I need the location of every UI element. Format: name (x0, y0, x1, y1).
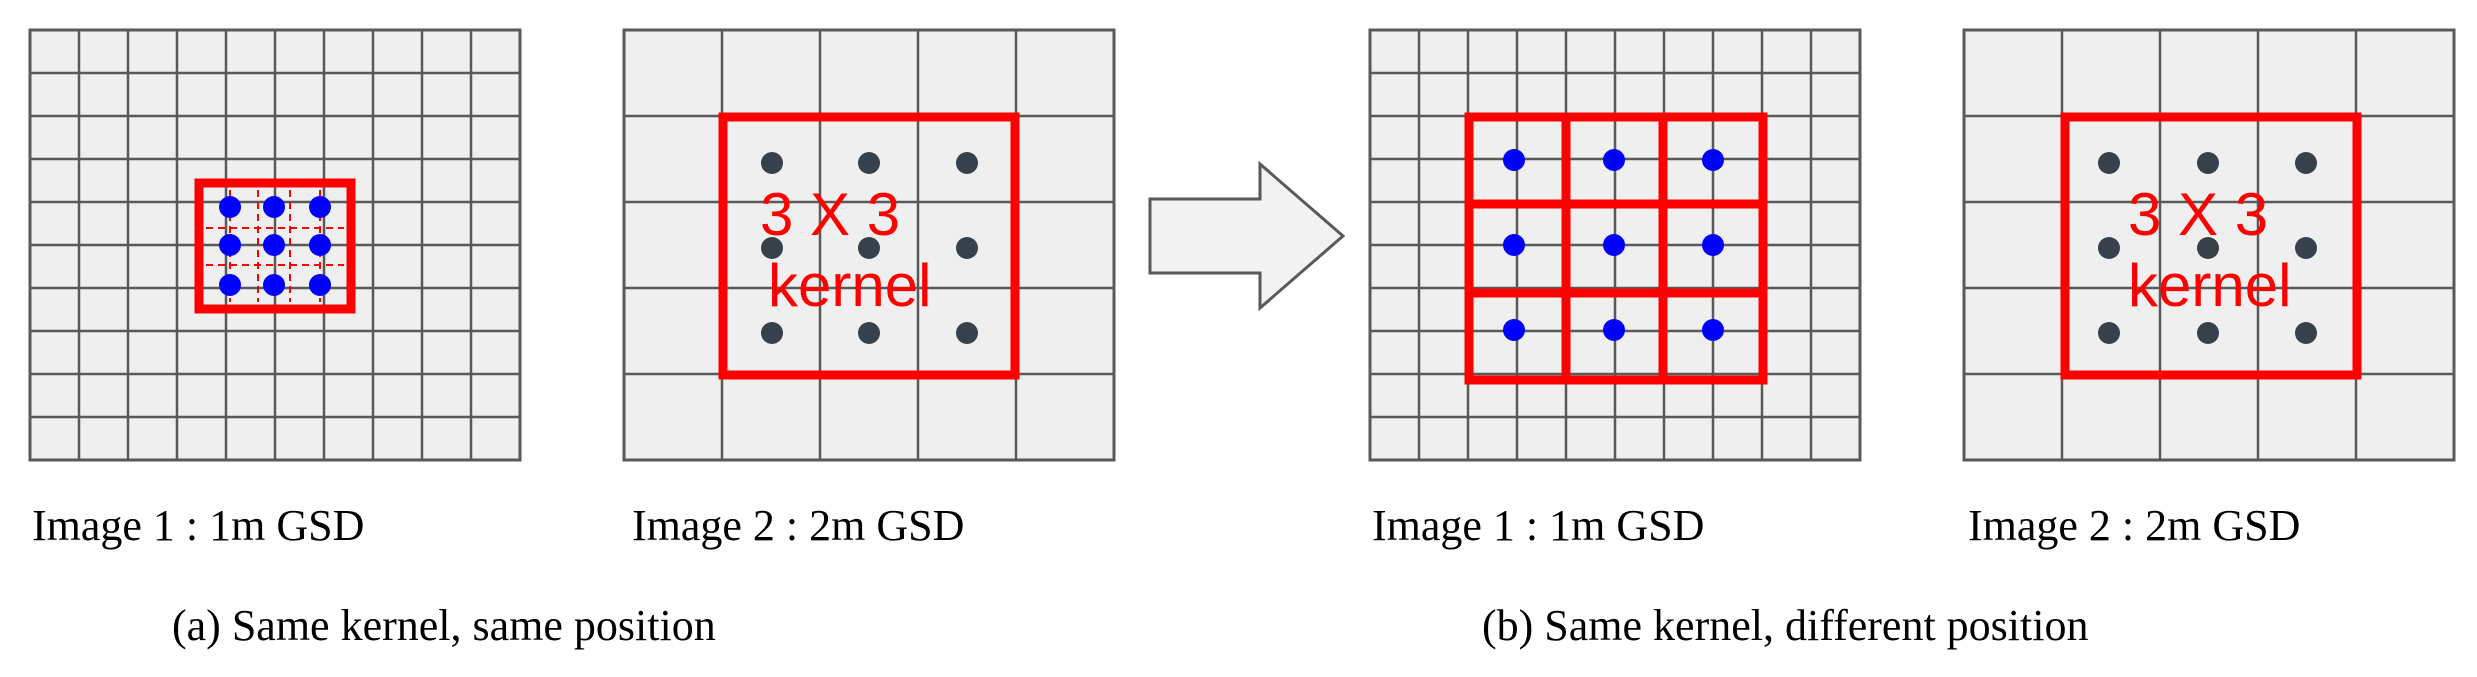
panel-image1-different-position: Image 1 : 1m GSD (1368, 28, 1862, 550)
sample-dot (761, 152, 783, 174)
sample-dot (309, 234, 331, 256)
sample-dot (761, 322, 783, 344)
sample-dot (1503, 234, 1525, 256)
sample-dot (956, 152, 978, 174)
sample-dot (1603, 149, 1625, 171)
kernel-sample-dots (2098, 152, 2317, 344)
sample-dot (1702, 319, 1724, 341)
panel-caption: Image 2 : 2m GSD (1968, 501, 2300, 550)
sample-dot (956, 237, 978, 259)
panel-image1-same-position: Image 1 : 1m GSD (28, 28, 522, 550)
panel-caption: Image 2 : 2m GSD (632, 501, 964, 550)
sample-dot (219, 274, 241, 296)
sample-dot (1702, 234, 1724, 256)
kernel-box (2060, 112, 2362, 380)
small-kernel-box (194, 178, 356, 314)
sample-dot (2197, 237, 2219, 259)
kernel-blocks (1464, 112, 1768, 385)
sample-dot (309, 274, 331, 296)
right-arrow-icon (1148, 160, 1346, 312)
sample-dot (1702, 149, 1724, 171)
sample-dot (2295, 237, 2317, 259)
panel-image2-same-position: 3 X 3 kernel Image 2 : 2m GSD (622, 28, 1116, 550)
kernel-box (718, 112, 1020, 380)
sample-dot (2098, 322, 2120, 344)
panel-caption: Image 1 : 1m GSD (1372, 501, 1704, 550)
sample-dot (2295, 152, 2317, 174)
sample-dot (263, 274, 285, 296)
sample-dot (761, 237, 783, 259)
sample-dot (263, 234, 285, 256)
sample-dot (858, 152, 880, 174)
kernel-label-line2: kernel (768, 252, 931, 319)
sample-dot (2295, 322, 2317, 344)
sample-dot (858, 322, 880, 344)
panel-caption: Image 1 : 1m GSD (32, 501, 364, 550)
sample-dot (1503, 149, 1525, 171)
subcaption-b: (b) Same kernel, different position (1482, 601, 2088, 650)
sample-dot (858, 237, 880, 259)
subcaption-a: (a) Same kernel, same position (172, 601, 716, 650)
sample-dot (2098, 152, 2120, 174)
sample-dot (219, 234, 241, 256)
kernel-label-line1: 3 X 3 (2128, 181, 2268, 248)
sample-dot (2197, 322, 2219, 344)
sample-dot (2098, 237, 2120, 259)
kernel-sample-dots (761, 152, 978, 344)
fine-grid (28, 28, 522, 462)
kernel-sample-dots (219, 196, 331, 296)
sample-dot (309, 196, 331, 218)
sample-dot (263, 196, 285, 218)
sample-dot (1603, 234, 1625, 256)
sample-dot (219, 196, 241, 218)
kernel-label-line2: kernel (2128, 252, 2291, 319)
kernel-sample-dots (1503, 149, 1724, 341)
sample-dot (1603, 319, 1625, 341)
sample-dot (1503, 319, 1525, 341)
sample-dot (2197, 152, 2219, 174)
kernel-label-line1: 3 X 3 (760, 181, 900, 248)
sample-dot (956, 322, 978, 344)
panel-image2-different-position: 3 X 3 kernel Image 2 : 2m GSD (1962, 28, 2456, 550)
